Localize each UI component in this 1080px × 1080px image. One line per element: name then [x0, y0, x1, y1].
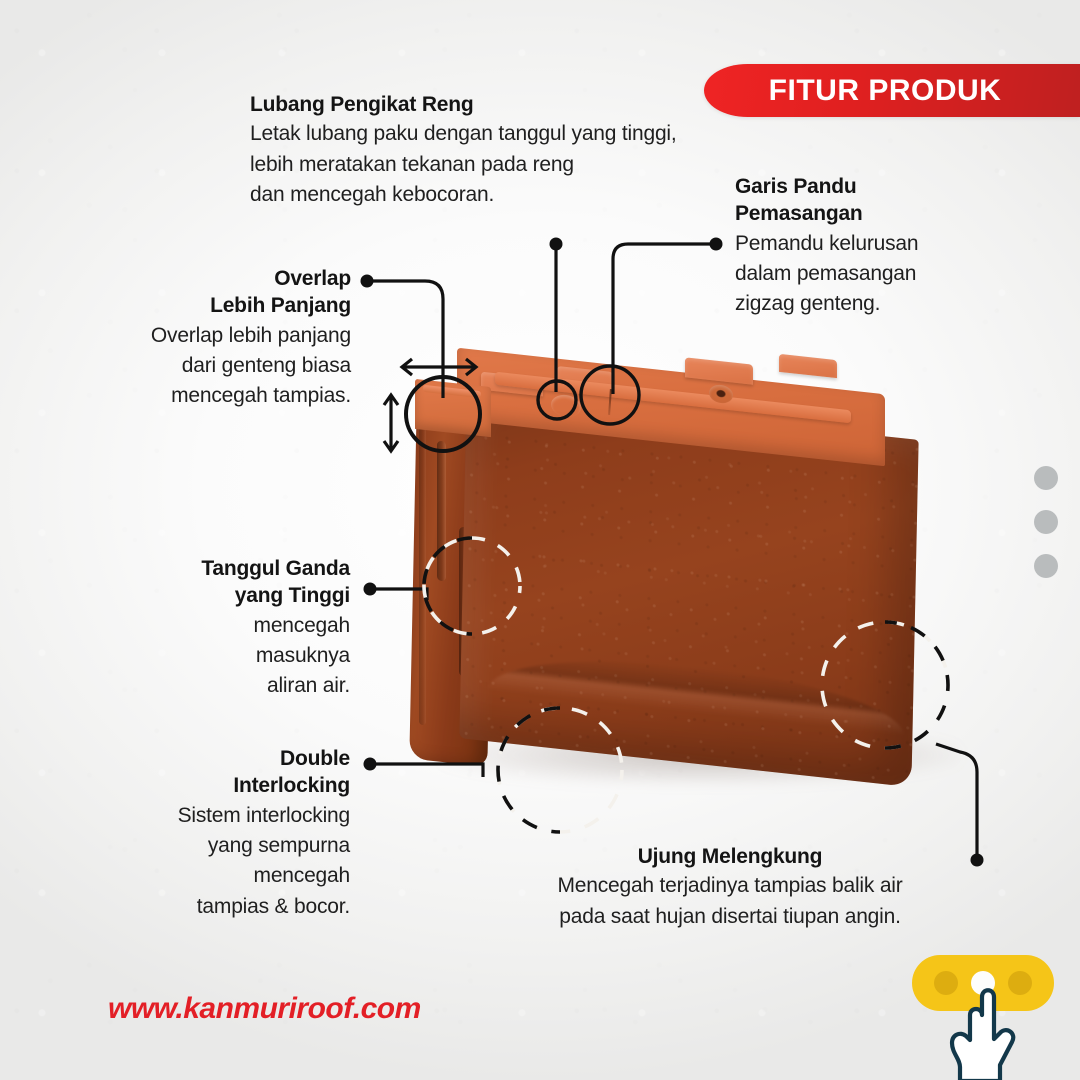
callout-body-line: tampias & bocor.	[196, 894, 350, 918]
callout-body-line: yang sempurna	[207, 834, 350, 858]
callout-title: Double	[280, 747, 350, 770]
callout-body-line: masuknya	[255, 644, 350, 668]
callout-body-line: dan mencegah kebocoran.	[250, 182, 495, 206]
product-image-roof-tile	[385, 347, 1025, 845]
tile-groove-upper	[437, 440, 446, 582]
callout-body-line: mencegah	[253, 864, 351, 888]
tile-groove-outer	[419, 424, 426, 726]
callout-body-line: pada saat hujan disertai tiupan angin.	[559, 904, 901, 928]
pill-dot-3[interactable]	[1008, 971, 1032, 995]
callout-body-line: Overlap lebih panjang	[150, 323, 351, 347]
tile-rail-notch-4	[779, 353, 837, 379]
callout-overlap-lebih-panjang: Overlap Lebih Panjang Overlap lebih panj…	[55, 266, 351, 412]
footer-website-url[interactable]: www.kanmuriroof.com	[108, 992, 421, 1025]
callout-body-line: lebih meratakan tekanan pada reng	[250, 152, 574, 176]
callout-body-line: zigzag genteng.	[735, 292, 881, 316]
callout-body-line: dalam pemasangan	[735, 262, 917, 286]
callout-double-interlocking: Double Interlocking Sistem interlocking …	[100, 746, 351, 922]
callout-tanggul-ganda-yang-tinggi: Tanggul Ganda yang Tinggi mencegah masuk…	[150, 556, 350, 702]
callout-ujung-melengkung: Ujung Melengkung Mencegah terjadinya tam…	[475, 844, 985, 932]
callout-body-line: aliran air.	[266, 674, 350, 698]
side-dot	[1034, 466, 1058, 490]
callout-title: Overlap	[274, 267, 351, 290]
callout-title: Garis Pandu	[735, 175, 857, 198]
callout-title: Lebih Panjang	[210, 294, 351, 318]
callout-body-line: Mencegah terjadinya tampias balik air	[557, 874, 903, 898]
pointing-hand-icon	[949, 988, 1016, 1080]
header-banner: FITUR PRODUK	[704, 64, 1080, 117]
callout-lubang-pengikat-reng: Lubang Pengikat Reng Letak lubang paku d…	[250, 92, 850, 210]
side-dot	[1034, 510, 1058, 534]
callout-body-line: Sistem interlocking	[177, 803, 351, 827]
callout-title: yang Tinggi	[234, 584, 350, 608]
callout-title: Pemasangan	[735, 202, 863, 226]
callout-body-line: mencegah	[253, 613, 351, 637]
callout-body-line: Letak lubang paku dengan tanggul yang ti…	[250, 122, 677, 146]
banner-title: FITUR PRODUK	[768, 73, 1002, 107]
callout-body-line: mencegah tampias.	[171, 384, 351, 408]
callout-title: Interlocking	[233, 774, 350, 798]
callout-body-line: Pemandu kelurusan	[735, 231, 919, 255]
callout-garis-pandu-pemasangan: Garis Pandu Pemasangan Pemandu kelurusan…	[735, 174, 1005, 320]
side-dot	[1034, 554, 1058, 578]
callout-title: Lubang Pengikat Reng	[250, 93, 474, 116]
pagination-pill-widget[interactable]	[912, 955, 1060, 1080]
callout-title: Tanggul Ganda	[201, 557, 350, 580]
callout-body-line: dari genteng biasa	[181, 354, 351, 378]
callout-title: Ujung Melengkung	[637, 845, 823, 868]
side-dots-decoration	[1034, 466, 1058, 578]
pill-dot-1[interactable]	[934, 971, 958, 995]
